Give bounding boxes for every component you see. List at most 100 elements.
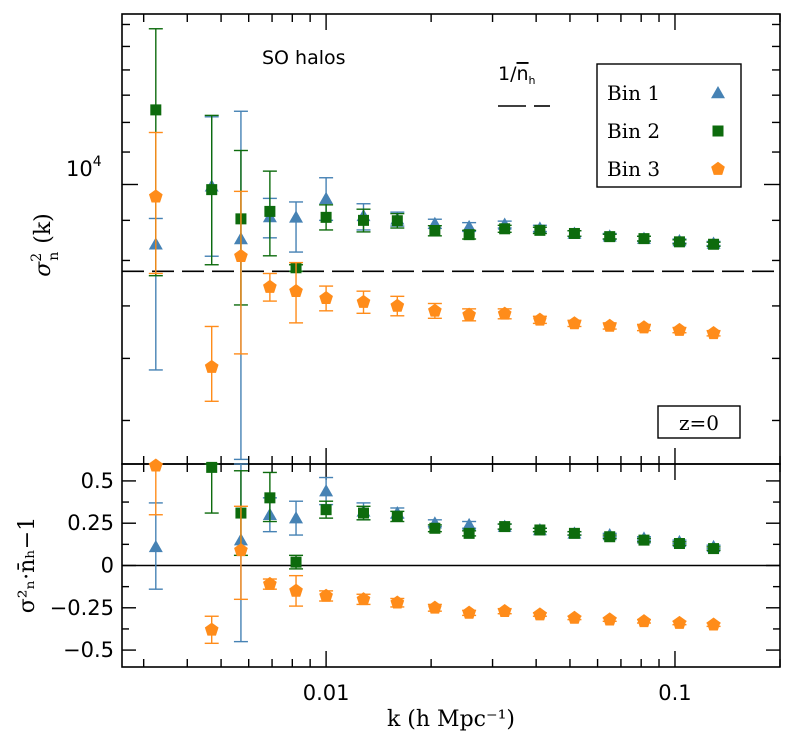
bottom-point-3-6 [319, 588, 333, 602]
bottom-point-3-10 [462, 605, 476, 619]
top-point-2-12 [534, 224, 546, 236]
bottom-series [148, 458, 721, 645]
redshift-label: z=0 [679, 411, 719, 435]
bottom-point-2-14 [638, 534, 650, 546]
top-point-3-8 [390, 298, 405, 312]
bottom-series-1 [148, 463, 721, 643]
bottom-xtick-label: 0.1 [658, 681, 691, 705]
bottom-point-3-4 [263, 576, 277, 590]
top-point-2-17 [708, 238, 720, 250]
bottom-point-2-1 [206, 461, 218, 473]
top-point-3-13 [567, 316, 582, 330]
legend-label-bin-3: Bin 3 [607, 157, 660, 181]
legend-label-bin-1: Bin 1 [607, 81, 660, 105]
bottom-point-1-5 [319, 484, 334, 497]
top-point-3-3 [234, 249, 248, 263]
bottom-ytick-label: −0.5 [63, 638, 114, 662]
top-y-ticks [122, 23, 780, 422]
top-point-1-6 [319, 191, 334, 204]
top-point-3-16 [672, 322, 687, 336]
bottom-errorbar-3-1 [148, 463, 163, 516]
redshift-box: z=0 [657, 405, 741, 439]
top-point-2-1 [150, 104, 162, 116]
top-point-2-7 [358, 214, 370, 226]
top-point-3-12 [533, 312, 547, 326]
bottom-point-2-7 [391, 510, 403, 522]
bottom-point-2-6 [358, 507, 370, 519]
top-panel: 104 σ2n(k) SO halos 1/nh Bin 1 Bin 2 Bin… [29, 13, 781, 465]
bottom-point-3-1 [148, 458, 163, 472]
top-point-2-6 [320, 211, 332, 223]
bottom-point-2-9 [463, 527, 475, 539]
top-point-3-1 [148, 189, 163, 203]
top-point-1-5 [289, 210, 304, 223]
top-point-3-17 [706, 326, 721, 340]
inverse-density-label: 1/nh [498, 63, 536, 87]
bottom-ytick-label: 0.5 [81, 469, 114, 493]
bottom-point-2-4 [290, 556, 302, 568]
top-x-ticks [142, 14, 781, 464]
bottom-point-2-10 [499, 521, 511, 533]
top-series-2 [148, 28, 721, 306]
legend-marker-1 [711, 86, 725, 99]
bottom-point-2-5 [320, 504, 332, 516]
top-point-2-16 [673, 236, 685, 248]
top-ytick-label: 104 [66, 154, 102, 181]
bottom-series-2 [204, 461, 721, 570]
bottom-point-1-4 [289, 511, 304, 524]
top-point-3-14 [602, 318, 617, 332]
top-series [148, 28, 721, 461]
top-point-2-10 [463, 229, 475, 241]
bottom-point-3-3 [234, 543, 248, 557]
top-point-3-11 [497, 306, 512, 320]
top-errorbar-3-3 [233, 190, 248, 355]
top-errorbar-3-1 [148, 131, 163, 275]
legend-label-bin-2: Bin 2 [607, 119, 660, 143]
top-point-2-14 [604, 231, 616, 243]
bottom-ylabel: σ²ₙ·n̄ₕ−1 [15, 517, 40, 613]
legend: Bin 1 Bin 2 Bin 3 [596, 63, 742, 188]
bottom-point-3-2 [204, 622, 219, 636]
bottom-point-3-12 [533, 607, 547, 621]
legend-marker-3 [711, 161, 725, 175]
legend-marker-2 [712, 125, 724, 137]
bottom-point-1-1 [148, 539, 163, 553]
top-point-3-9 [428, 303, 442, 317]
bottom-point-1-9 [462, 517, 477, 531]
bottom-point-3-17 [706, 617, 721, 631]
bottom-ytick-label: 0 [101, 554, 114, 578]
bottom-point-2-11 [534, 524, 546, 536]
bottom-ytick-label: −0.25 [50, 596, 114, 620]
top-point-2-2 [206, 184, 218, 196]
top-point-2-13 [568, 227, 580, 239]
bottom-point-3-9 [428, 600, 442, 614]
top-point-3-4 [263, 279, 277, 293]
bottom-point-2-15 [673, 538, 685, 550]
bottom-point-3-16 [672, 615, 687, 629]
top-errorbar-1-5 [289, 201, 304, 253]
bottom-point-3-7 [356, 592, 371, 606]
top-point-2-9 [429, 225, 441, 237]
bottom-point-3-11 [497, 603, 512, 617]
bottom-point-2-12 [568, 527, 580, 539]
bottom-point-2-13 [604, 531, 616, 543]
top-point-3-6 [319, 291, 333, 305]
top-point-3-2 [204, 359, 219, 373]
top-point-2-8 [391, 215, 403, 227]
top-point-2-15 [638, 233, 650, 245]
top-point-3-5 [289, 283, 303, 297]
legend-markers [711, 86, 725, 175]
bottom-point-2-16 [708, 543, 720, 555]
bottom-point-2-3 [264, 492, 276, 504]
bottom-series-3 [148, 458, 721, 645]
bottom-xlabel: k (h Mpc⁻¹) [387, 707, 515, 732]
top-point-3-10 [462, 307, 476, 321]
so-halos-annotation: SO halos [262, 47, 346, 69]
top-ylabel: σ2n(k) [29, 213, 62, 276]
bottom-point-2-8 [429, 522, 441, 534]
top-point-3-7 [356, 294, 371, 308]
top-point-3-15 [637, 320, 651, 334]
